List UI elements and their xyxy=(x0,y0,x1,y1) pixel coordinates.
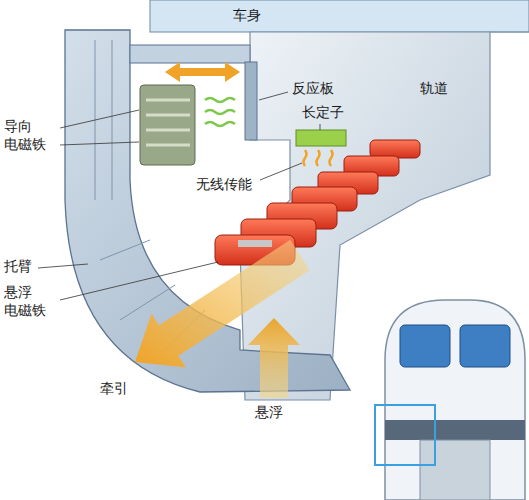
levitation-arrow xyxy=(248,318,300,398)
part-label: 无线传能 xyxy=(196,176,252,194)
guide-magnet xyxy=(140,85,195,165)
part-label: 悬浮 xyxy=(255,404,283,422)
levitation-magnets xyxy=(215,140,420,265)
part-label: 长定子 xyxy=(302,104,344,122)
guide-field xyxy=(205,98,235,126)
leader-lines xyxy=(38,92,320,300)
lateral-arrow xyxy=(165,62,240,82)
part-label: 牵引 xyxy=(100,380,128,398)
long-stator xyxy=(296,130,346,146)
part-label: 导向 电磁铁 xyxy=(4,118,47,153)
part-label: 车身 xyxy=(233,7,261,25)
magnet-coils xyxy=(146,100,190,145)
train-inset xyxy=(375,300,525,500)
reaction-plate xyxy=(245,62,257,140)
track-edge xyxy=(490,32,529,33)
part-label: 轨道 xyxy=(420,80,448,98)
part-label: 悬浮 电磁铁 xyxy=(4,284,47,319)
carrier-arm xyxy=(65,30,350,392)
part-label: 反应板 xyxy=(292,80,334,98)
part-label: 托臂 xyxy=(4,258,32,276)
frame-top xyxy=(130,45,250,63)
car-body xyxy=(150,0,529,32)
power-waves xyxy=(304,150,333,166)
